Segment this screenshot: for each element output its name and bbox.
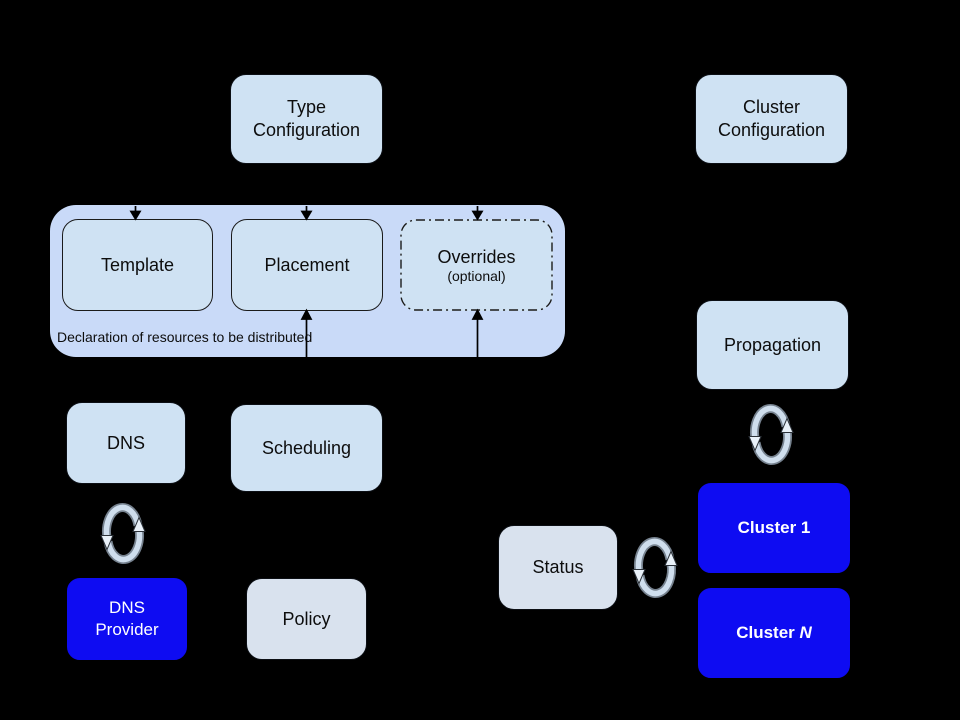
node-placement: Placement <box>231 219 383 311</box>
node-placement-label: Placement <box>264 254 350 275</box>
arrow-up-icon <box>471 308 484 320</box>
node-overrides-sublabel: (optional) <box>447 267 506 284</box>
node-dns-label: DNS <box>106 432 145 453</box>
node-template-label: Template <box>100 254 175 275</box>
node-cluster-n-suffix: N <box>799 623 812 643</box>
node-overrides-label: Overrides (optional) <box>437 223 515 307</box>
arrow-down-icon <box>300 210 313 221</box>
node-type-configuration-label: Type Configuration <box>252 97 361 140</box>
node-status: Status <box>498 525 618 610</box>
node-cluster-1: Cluster 1 <box>698 483 850 573</box>
node-dns-provider-label: DNS Provider <box>95 598 159 639</box>
container-caption: Declaration of resources to be distribut… <box>57 329 313 345</box>
resource-declaration-container: Template Placement Overrides (optional) … <box>50 205 565 357</box>
node-propagation: Propagation <box>696 300 849 390</box>
node-scheduling: Scheduling <box>230 404 383 492</box>
node-cluster-n-prefix: Cluster <box>736 623 800 643</box>
sync-icon <box>627 531 683 604</box>
sync-icon <box>95 497 151 570</box>
node-cluster-configuration-label: Cluster Configuration <box>717 97 826 140</box>
node-scheduling-label: Scheduling <box>261 437 352 458</box>
arrow-down-icon <box>471 210 484 221</box>
node-cluster-configuration: Cluster Configuration <box>695 74 848 164</box>
node-status-label: Status <box>532 557 584 578</box>
node-dns: DNS <box>66 402 186 484</box>
node-propagation-label: Propagation <box>723 334 822 355</box>
node-overrides-title: Overrides <box>437 246 516 267</box>
node-cluster-n: Cluster N <box>698 588 850 678</box>
node-policy-label: Policy <box>282 608 331 629</box>
node-cluster-n-label: Cluster N <box>736 622 812 644</box>
arrow-up-icon <box>300 308 313 320</box>
node-type-configuration: Type Configuration <box>230 74 383 164</box>
node-overrides: Overrides (optional) <box>400 219 553 311</box>
node-template: Template <box>62 219 213 311</box>
node-policy: Policy <box>246 578 367 660</box>
arrow-down-icon <box>129 210 142 221</box>
node-cluster-1-label: Cluster 1 <box>737 518 811 538</box>
sync-icon <box>743 398 799 471</box>
node-dns-provider: DNS Provider <box>67 578 187 660</box>
